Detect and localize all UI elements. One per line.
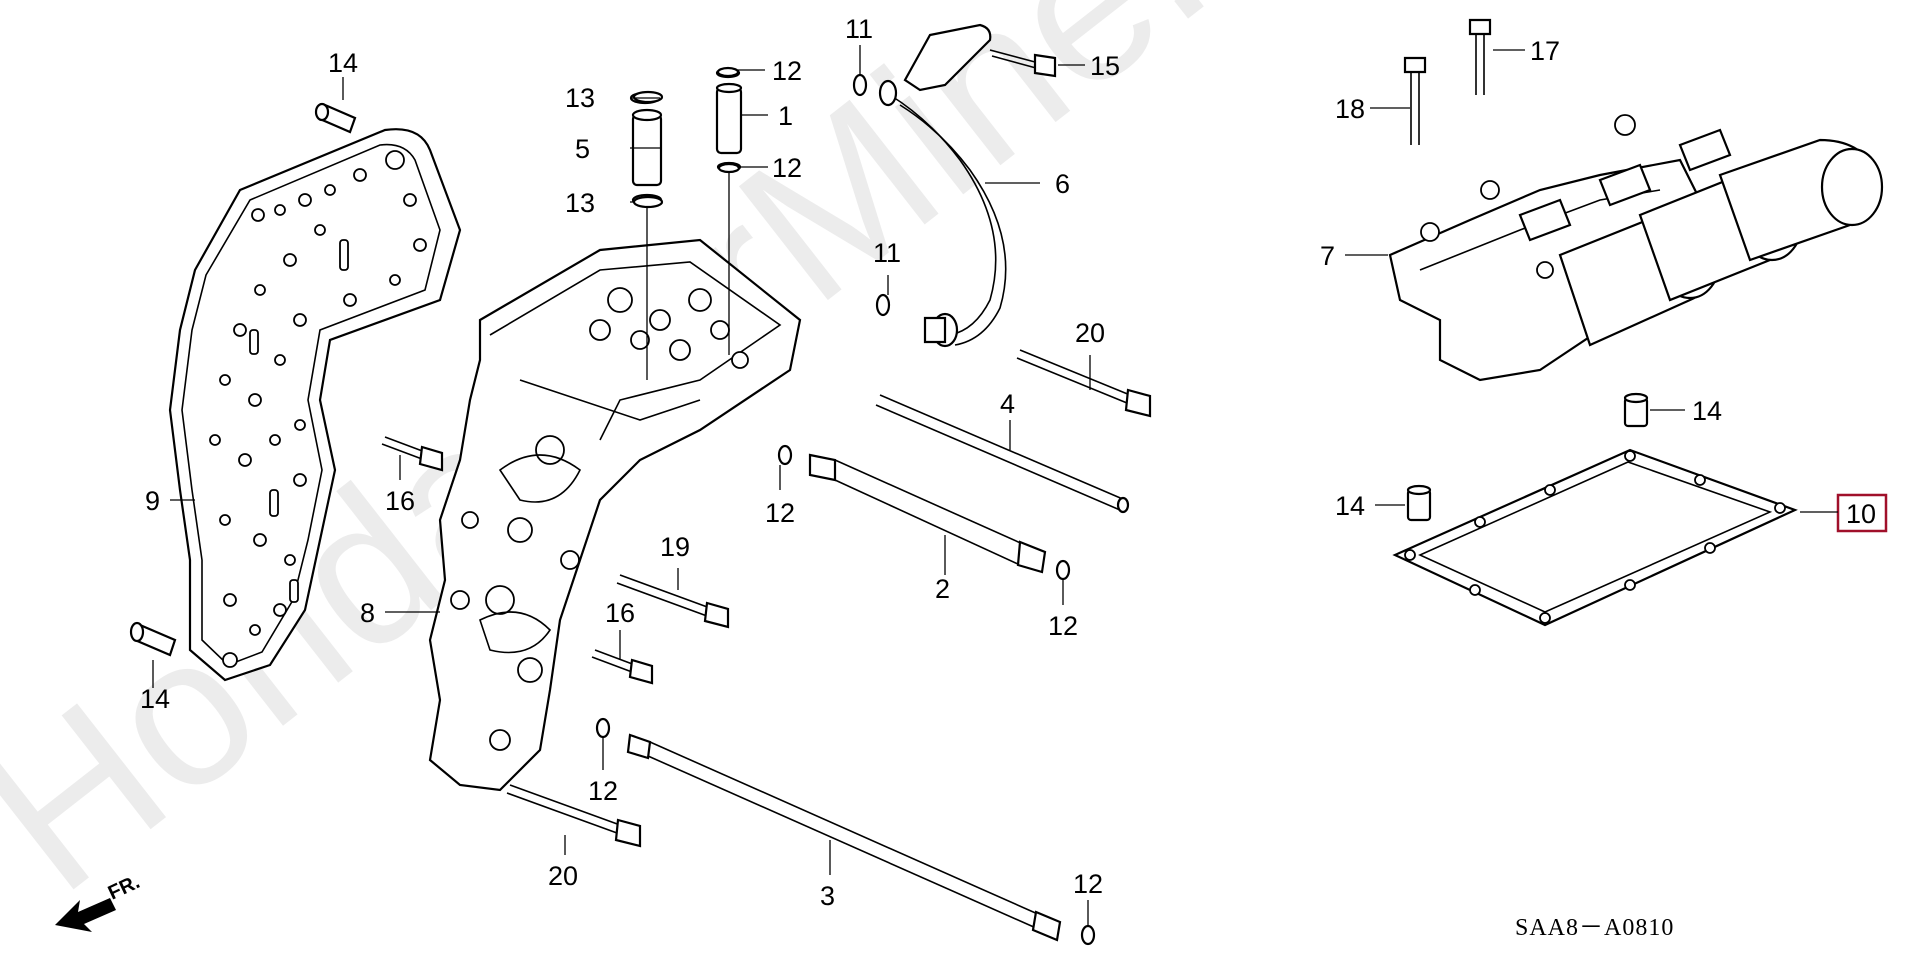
callout-12-right[interactable]: 12 <box>1048 611 1078 641</box>
callout-9[interactable]: 9 <box>145 486 160 516</box>
washer-12-mid <box>717 162 741 174</box>
bolt-20-top <box>1016 349 1152 418</box>
pipe-3 <box>626 733 1062 942</box>
servo-body <box>428 238 802 792</box>
callout-1[interactable]: 1 <box>778 101 793 131</box>
o-ring-11-top <box>852 73 868 97</box>
dowel-pin-bottom-left <box>129 621 177 657</box>
callout-12-bottom[interactable]: 12 <box>1073 869 1103 899</box>
bolt-19 <box>616 574 730 629</box>
callout-15[interactable]: 15 <box>1090 51 1120 81</box>
callout-11-top[interactable]: 11 <box>845 14 873 44</box>
callout-8[interactable]: 8 <box>360 598 375 628</box>
diagram-code: SAA8－A0810 <box>1515 915 1674 941</box>
washer-12-d <box>1080 924 1096 946</box>
callout-16-left[interactable]: 16 <box>385 486 415 516</box>
dowel-pin-right-upper <box>1623 392 1649 428</box>
o-ring-13-top <box>632 90 664 104</box>
feed-pipe-6 <box>878 23 1007 348</box>
shift-solenoid-assembly <box>1388 114 1884 382</box>
bolt-18 <box>1403 56 1427 145</box>
callout-3[interactable]: 3 <box>820 881 835 911</box>
callout-7[interactable]: 7 <box>1320 241 1335 271</box>
bolt-15 <box>989 49 1057 78</box>
callout-12-mid[interactable]: 12 <box>772 153 802 183</box>
separator-plate <box>168 128 462 682</box>
gasket-10 <box>1392 448 1798 627</box>
o-ring-13-bottom <box>632 195 664 209</box>
callout-14-plate-top[interactable]: 14 <box>328 48 358 78</box>
callout-17[interactable]: 17 <box>1530 36 1560 66</box>
dowel-pin-right-lower <box>1406 484 1432 522</box>
o-ring-11-mid <box>875 293 891 317</box>
callout-12-lower[interactable]: 12 <box>588 776 618 806</box>
leader-lines <box>152 45 1838 925</box>
callout-14-right-lower[interactable]: 14 <box>1335 491 1365 521</box>
callout-6[interactable]: 6 <box>1055 169 1070 199</box>
callout-5[interactable]: 5 <box>575 134 590 164</box>
callout-14-plate-bottom[interactable]: 14 <box>140 684 170 714</box>
bolt-20-bottom <box>506 784 642 848</box>
callout-2[interactable]: 2 <box>935 574 950 604</box>
washer-12-top <box>716 66 740 78</box>
callout-11-mid[interactable]: 11 <box>873 238 901 268</box>
callout-12-top[interactable]: 12 <box>772 56 802 86</box>
callout-20-bottom[interactable]: 20 <box>548 861 578 891</box>
callout-19[interactable]: 19 <box>660 532 690 562</box>
callout-16-lower[interactable]: 16 <box>605 598 635 628</box>
callout-13-bottom[interactable]: 13 <box>565 188 595 218</box>
callout-10[interactable]: 10 <box>1846 499 1876 529</box>
bolt-17 <box>1468 18 1492 95</box>
callout-18[interactable]: 18 <box>1335 94 1365 124</box>
washer-12-b <box>1055 559 1071 581</box>
washer-12-a <box>777 444 793 466</box>
callout-4[interactable]: 4 <box>1000 389 1015 419</box>
bolt-16-lower <box>591 649 654 685</box>
callout-20-top[interactable]: 20 <box>1075 318 1105 348</box>
pipe-4 <box>875 394 1130 514</box>
bolt-16-upper <box>381 436 444 472</box>
callout-12-pipe2[interactable]: 12 <box>765 498 795 528</box>
pipe-2 <box>808 453 1047 574</box>
washer-12-c <box>595 717 611 739</box>
dowel-pin-top-left <box>314 102 357 134</box>
callout-10-highlight[interactable] <box>1836 493 1888 533</box>
callout-14-right-upper[interactable]: 14 <box>1692 396 1722 426</box>
callout-13-top[interactable]: 13 <box>565 83 595 113</box>
